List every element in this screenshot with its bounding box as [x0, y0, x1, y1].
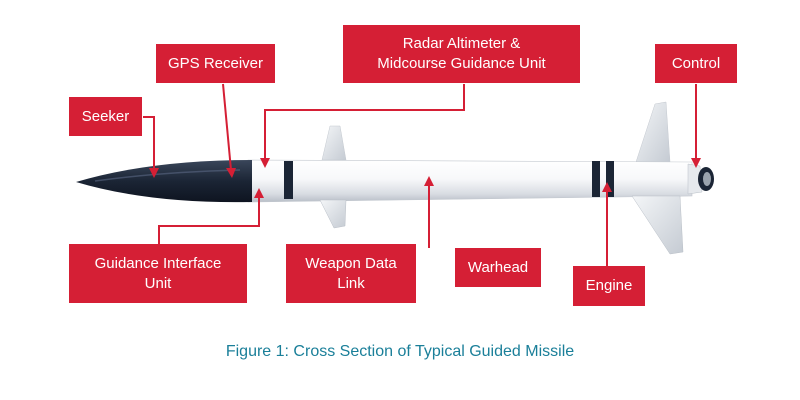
leader-radar [264, 84, 465, 160]
callout-guidance-interface-unit: Guidance Interface Unit [69, 244, 247, 303]
body-band-rear-2 [606, 161, 614, 197]
callout-control: Control [655, 44, 737, 83]
arrow-gps [226, 168, 236, 178]
callout-radar-line-1: Radar Altimeter & [402, 35, 521, 52]
callout-control-label: Control [671, 54, 721, 72]
arrow-giu [254, 188, 264, 198]
callout-gps-receiver-label: GPS Receiver [167, 54, 264, 72]
callout-weapon-data-link: Weapon Data Link [286, 244, 416, 303]
arrow-control [691, 158, 701, 168]
arrow-engine [602, 182, 612, 192]
arrow-radar [260, 158, 270, 168]
mid-fin-upper [321, 125, 347, 161]
leader-giu [158, 196, 260, 244]
callout-giu-line-1: Guidance Interface [94, 254, 222, 272]
callout-radar-altimeter: Radar Altimeter & Midcourse Guidance Uni… [343, 25, 580, 83]
callout-warhead: Warhead [455, 248, 541, 287]
leader-seeker [143, 116, 155, 170]
callout-gps-receiver: GPS Receiver [156, 44, 275, 83]
arrow-warhead [424, 176, 434, 186]
engine-nozzle-inner [703, 172, 711, 186]
tail-fin-lower [631, 195, 684, 255]
missile-body [242, 159, 693, 203]
callout-seeker-label: Seeker [81, 107, 130, 125]
callout-giu-line-2: Unit [144, 274, 172, 292]
figure-caption: Figure 1: Cross Section of Typical Guide… [225, 343, 575, 360]
leader-gps [222, 83, 232, 171]
nose-highlight [94, 169, 241, 182]
leader-arrowheads [149, 158, 701, 198]
nose-cone [76, 160, 252, 203]
callout-engine: Engine [573, 266, 645, 306]
callout-seeker: Seeker [69, 97, 142, 136]
body-band-rear-1 [592, 161, 600, 197]
arrow-seeker [149, 168, 159, 178]
callout-radar-line-2: Midcourse Guidance Unit [377, 55, 546, 72]
callout-wdl-line-1: Weapon Data [305, 254, 397, 272]
callout-engine-label: Engine [585, 277, 633, 294]
leader-lines [143, 83, 697, 266]
body-band-front [284, 161, 293, 199]
mid-fin-lower [319, 199, 347, 229]
callout-warhead-label: Warhead [467, 258, 529, 276]
callout-wdl-line-2: Link [337, 274, 365, 292]
tail-fin-upper [635, 101, 671, 163]
